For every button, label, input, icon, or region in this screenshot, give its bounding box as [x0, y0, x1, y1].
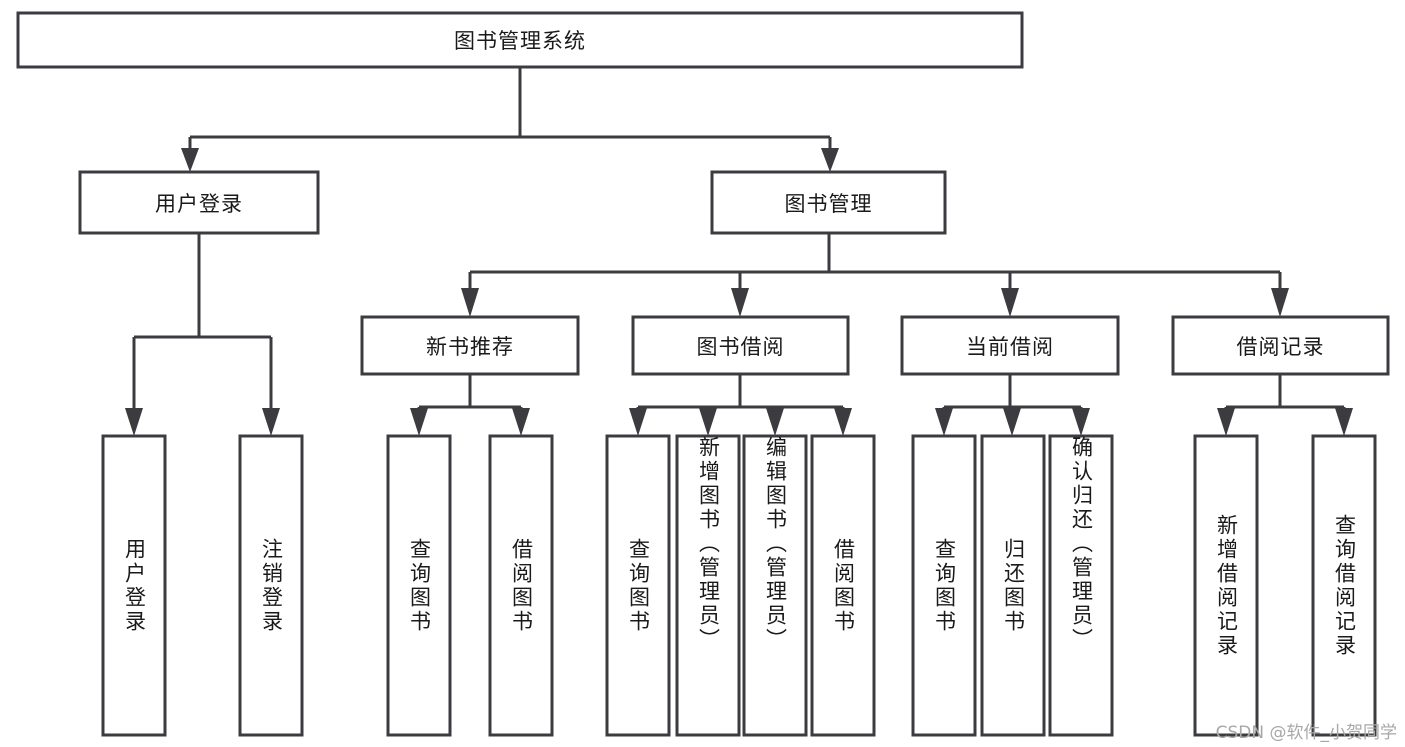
connector-current-borrow-to-leaves — [935, 374, 1090, 436]
arrow-head-bborrow-leaf-1 — [629, 408, 647, 436]
arrow-head-to-user-login — [181, 148, 199, 172]
leaf-current-borrow-1-box[interactable] — [911, 434, 977, 737]
arrow-head-to-current-borrow — [1001, 288, 1019, 317]
leaf-current-borrow-3-box[interactable] — [1048, 434, 1114, 737]
arrow-head-user-login-leaf-2 — [262, 408, 280, 436]
connector-root-to-level2 — [181, 68, 839, 172]
leaf-book-borrow-3-box[interactable] — [742, 434, 808, 737]
arrow-head-newbook-leaf-2 — [512, 408, 530, 436]
arrow-head-brecord-leaf-1 — [1217, 408, 1235, 436]
leaf-new-book-1-box[interactable] — [386, 434, 452, 737]
leaf-new-book-2-box[interactable] — [488, 434, 554, 737]
arrow-head-cborrow-leaf-1 — [935, 408, 953, 436]
connector-book-borrow-to-leaves — [629, 374, 852, 436]
node-user-login-box[interactable] — [78, 170, 320, 235]
connector-borrow-record-to-leaves — [1217, 374, 1353, 436]
node-new-book-recommend-box[interactable] — [360, 315, 580, 376]
connector-new-book-to-leaves — [410, 374, 530, 436]
node-current-borrow-box[interactable] — [900, 315, 1120, 376]
arrow-head-cborrow-leaf-3 — [1072, 408, 1090, 436]
arrow-head-brecord-leaf-2 — [1335, 408, 1353, 436]
node-root-box[interactable] — [16, 11, 1024, 69]
node-book-borrow-box[interactable] — [631, 315, 850, 376]
node-book-manage-box[interactable] — [710, 170, 947, 235]
leaf-borrow-record-1-box[interactable] — [1193, 434, 1259, 737]
arrow-head-cborrow-leaf-2 — [1003, 408, 1021, 436]
connector-book-manage-to-level3 — [461, 233, 1289, 317]
leaf-borrow-record-2-box[interactable] — [1311, 434, 1377, 737]
leaf-book-borrow-1-box[interactable] — [605, 434, 671, 737]
arrow-head-bborrow-leaf-3 — [766, 408, 784, 436]
arrow-head-to-book-borrow — [731, 288, 749, 317]
arrow-head-user-login-leaf-1 — [125, 408, 143, 436]
connector-user-login-to-leaves — [125, 233, 280, 436]
leaf-book-borrow-4-box[interactable] — [810, 434, 876, 737]
node-borrow-record-box[interactable] — [1171, 315, 1390, 376]
leaf-current-borrow-2-box[interactable] — [980, 434, 1046, 737]
arrow-head-newbook-leaf-1 — [410, 408, 428, 436]
arrow-head-bborrow-leaf-2 — [699, 408, 717, 436]
leaf-book-borrow-2-box[interactable] — [675, 434, 741, 737]
arrow-head-to-new-book — [461, 288, 479, 317]
arrow-head-to-book-manage — [821, 148, 839, 172]
arrow-head-to-borrow-record — [1271, 288, 1289, 317]
leaf-user-login-1-box[interactable] — [101, 434, 167, 737]
arrow-head-bborrow-leaf-4 — [834, 408, 852, 436]
leaf-user-login-2-box[interactable] — [238, 434, 304, 737]
